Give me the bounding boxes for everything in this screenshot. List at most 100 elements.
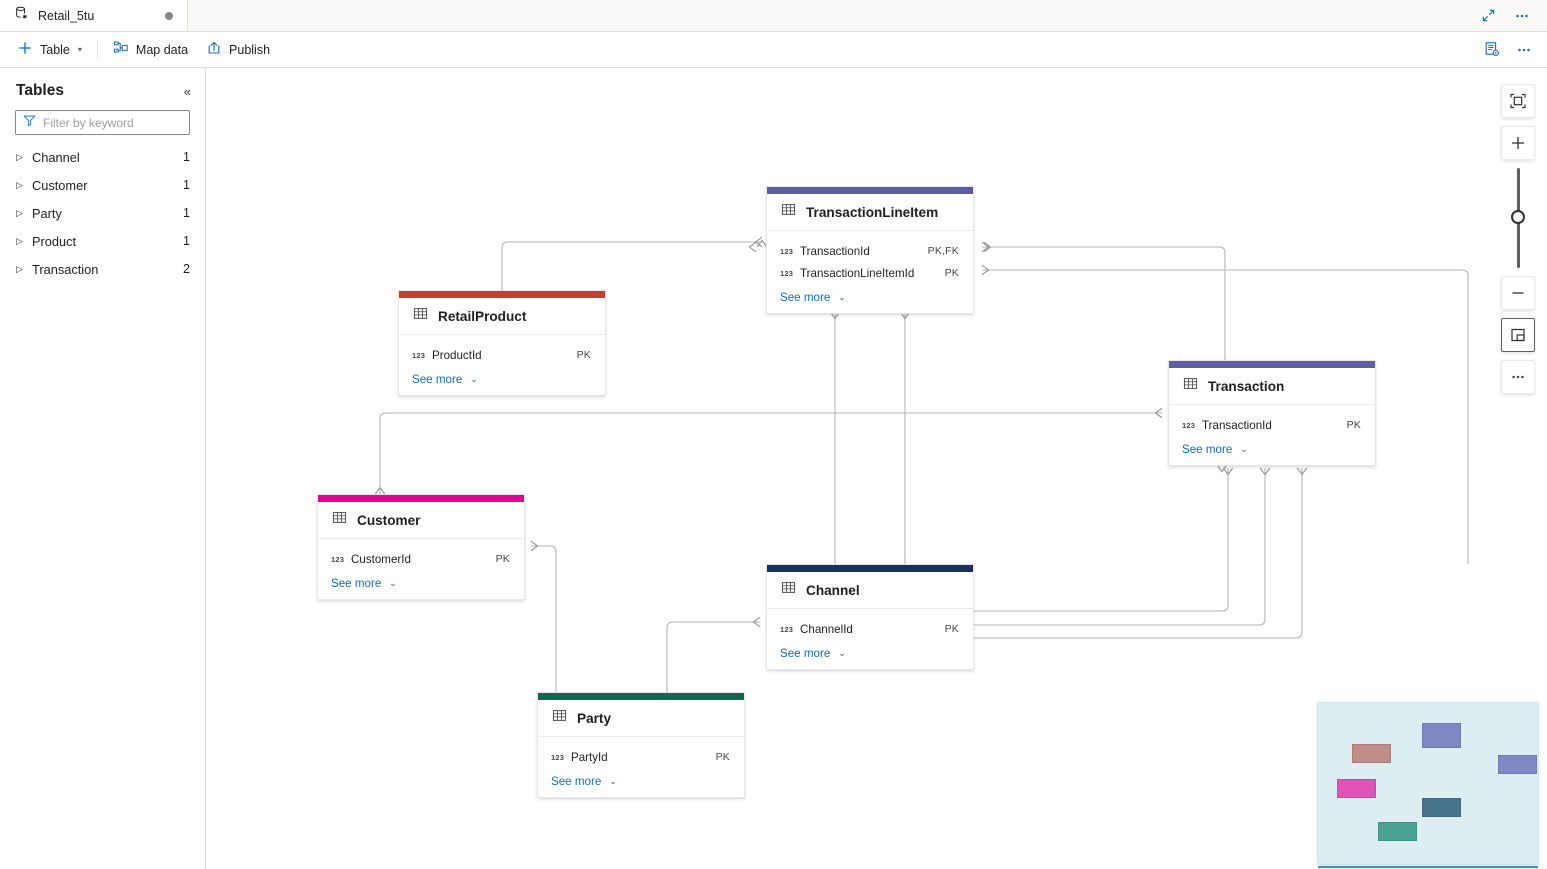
publish-button[interactable]: Publish (197, 36, 279, 64)
collapse-sidebar-button[interactable]: « (183, 83, 191, 99)
canvas-more-options-button[interactable] (1501, 360, 1535, 394)
chevron-down-icon: ⌄ (838, 648, 846, 658)
see-more-button[interactable]: See more⌄ (399, 366, 605, 388)
table-card-header[interactable]: Channel (767, 572, 973, 609)
see-more-label: See more (1182, 443, 1233, 456)
see-more-button[interactable]: See more⌄ (318, 570, 524, 592)
zoom-in-button[interactable] (1501, 126, 1535, 160)
table-icon (413, 306, 428, 326)
field-type-icon: 123 (331, 554, 345, 564)
chevron-right-icon[interactable]: ▷ (16, 235, 23, 246)
field-key-badge: PK,FK (927, 245, 959, 257)
sidebar-item-count: 1 (183, 234, 190, 248)
field-name: CustomerId (351, 552, 411, 566)
sidebar-item-count: 1 (183, 150, 190, 164)
sidebar-item-count: 1 (183, 206, 190, 220)
filter-field[interactable] (15, 110, 190, 135)
see-more-label: See more (412, 373, 463, 386)
zoom-out-button[interactable] (1501, 276, 1535, 310)
zoom-slider[interactable] (1501, 168, 1535, 268)
sidebar-item-label: Channel (32, 149, 80, 165)
table-icon (781, 580, 796, 600)
minimap[interactable] (1317, 702, 1539, 868)
add-table-button[interactable]: Table ▾ (8, 36, 91, 64)
chevron-right-icon[interactable]: ▷ (16, 151, 23, 162)
table-color-bar (538, 693, 744, 700)
fit-to-screen-icon[interactable] (1501, 84, 1535, 118)
document-settings-icon[interactable] (1477, 37, 1507, 63)
table-card-header[interactable]: Party (538, 700, 744, 737)
see-more-label: See more (780, 647, 831, 660)
sidebar-item-party[interactable]: ▷ Party 1 (0, 199, 205, 227)
search-input[interactable] (43, 115, 182, 130)
diagram-canvas[interactable]: TransactionLineItem 123 TransactionId PK,FK… (206, 68, 1547, 869)
table-card-header[interactable]: TransactionLineItem (767, 194, 973, 231)
see-more-button[interactable]: See more⌄ (538, 768, 744, 790)
tables-sidebar: Tables « ▷Channel1▷Customer1▷Party1▷Prod… (0, 68, 206, 869)
table-name: Customer (357, 512, 421, 528)
publish-icon (206, 40, 222, 59)
zoom-slider-thumb[interactable] (1511, 210, 1525, 224)
chevron-right-icon[interactable]: ▷ (16, 263, 23, 274)
tab-retail-5tu[interactable]: Retail_5tu (0, 0, 188, 31)
see-more-button[interactable]: See more⌄ (1169, 436, 1375, 458)
chevron-down-icon: ⌄ (389, 578, 397, 588)
tab-strip-actions (1473, 0, 1547, 31)
table-color-bar (767, 187, 973, 194)
see-more-button[interactable]: See more⌄ (767, 284, 973, 306)
minimap-table-box (1422, 723, 1461, 748)
field-name: TransactionId (800, 244, 870, 258)
minimap-table-box (1498, 755, 1537, 774)
field-key-badge: PK (495, 553, 510, 565)
chevron-right-icon[interactable]: ▷ (16, 207, 23, 218)
field-type-icon: 123 (1182, 420, 1196, 430)
field-type-icon: 123 (551, 752, 565, 762)
sidebar-item-count: 1 (183, 178, 190, 192)
map-data-button[interactable]: Map data (104, 36, 197, 64)
tab-more-options-button[interactable] (1507, 3, 1537, 29)
table-card-header[interactable]: Customer (318, 502, 524, 539)
sidebar-item-customer[interactable]: ▷ Customer 1 (0, 171, 205, 199)
table-card-header[interactable]: RetailProduct (399, 298, 605, 335)
sidebar-header: Tables « (0, 68, 205, 110)
field-name: ChannelId (800, 622, 853, 636)
table-card-customer[interactable]: Customer 123 CustomerId PK See more⌄ (317, 494, 525, 600)
command-bar-actions (1477, 37, 1539, 63)
table-name: TransactionLineItem (806, 204, 939, 220)
minimap-table-box (1352, 744, 1391, 763)
chevron-right-icon[interactable]: ▷ (16, 179, 23, 190)
table-color-bar (767, 565, 973, 572)
publish-label: Publish (229, 42, 271, 57)
unsaved-changes-dot (165, 11, 173, 20)
command-bar-more-button[interactable] (1509, 37, 1539, 63)
see-more-label: See more (780, 291, 831, 304)
minimap-toggle-icon[interactable] (1501, 318, 1535, 352)
sidebar-item-channel[interactable]: ▷ Channel 1 (0, 143, 205, 171)
see-more-button[interactable]: See more ⌄ (767, 640, 973, 662)
table-card-header[interactable]: Transaction (1169, 368, 1375, 405)
table-name: Transaction (1208, 378, 1285, 394)
expand-icon[interactable] (1473, 3, 1503, 29)
sidebar-item-label: Customer (32, 177, 88, 193)
sidebar-item-label: Party (32, 205, 62, 221)
table-field-row[interactable]: 123 CustomerId PK (318, 548, 524, 570)
relationship-connectors (374, 236, 1469, 692)
add-table-label: Table (40, 42, 70, 57)
table-name: Channel (806, 582, 860, 598)
field-type-icon: 123 (412, 350, 426, 360)
